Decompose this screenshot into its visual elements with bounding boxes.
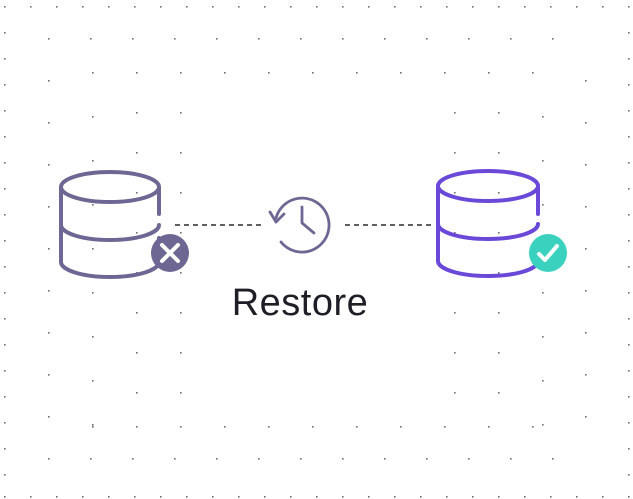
target-database-icon	[436, 169, 540, 278]
history-clock-icon	[268, 196, 331, 254]
source-database-icon	[59, 170, 161, 279]
success-check-icon	[529, 234, 567, 272]
restore-label: Restore	[231, 282, 369, 324]
error-x-icon	[151, 234, 189, 272]
